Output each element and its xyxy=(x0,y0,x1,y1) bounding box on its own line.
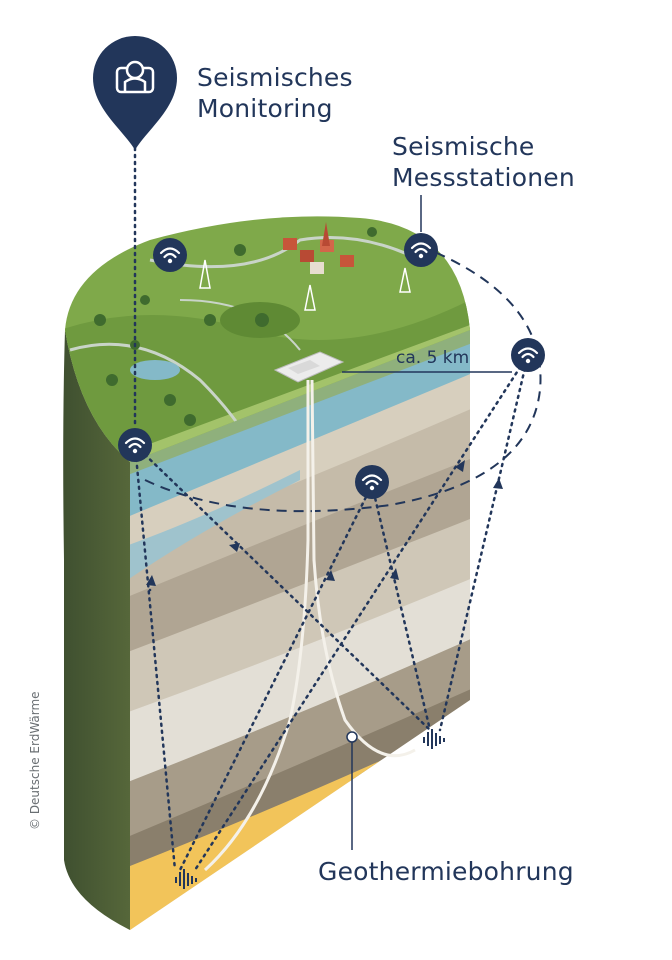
distance-label: ca. 5 km xyxy=(396,348,470,368)
stations-label: Seismische Messstationen xyxy=(392,131,575,193)
ray-arrowheads xyxy=(146,460,503,586)
wifi-signal-icon xyxy=(116,426,154,464)
wifi-signal-icon xyxy=(402,231,440,269)
stations-label-line2: Messstationen xyxy=(392,163,575,192)
borehole-paths xyxy=(203,379,416,872)
radius-ellipse xyxy=(144,249,542,513)
wifi-signal-icon xyxy=(151,236,189,274)
monitoring-person-icon xyxy=(93,36,177,150)
stations-label-line1: Seismische xyxy=(392,132,535,161)
drilling-label: Geothermiebohrung xyxy=(318,857,574,886)
monitoring-label-line1: Seismisches xyxy=(197,63,353,92)
drilling-pointer-dot xyxy=(346,731,358,743)
copyright-text: © Deutsche ErdWärme xyxy=(28,691,42,830)
wifi-signal-icon xyxy=(353,463,391,501)
monitoring-label-line2: Monitoring xyxy=(197,94,333,123)
wifi-signal-icon xyxy=(509,336,547,374)
seismic-rays xyxy=(133,353,530,872)
seismic-wave-icon xyxy=(423,729,445,749)
block-side-face xyxy=(63,330,131,930)
monitoring-label: Seismisches Monitoring xyxy=(197,62,353,124)
